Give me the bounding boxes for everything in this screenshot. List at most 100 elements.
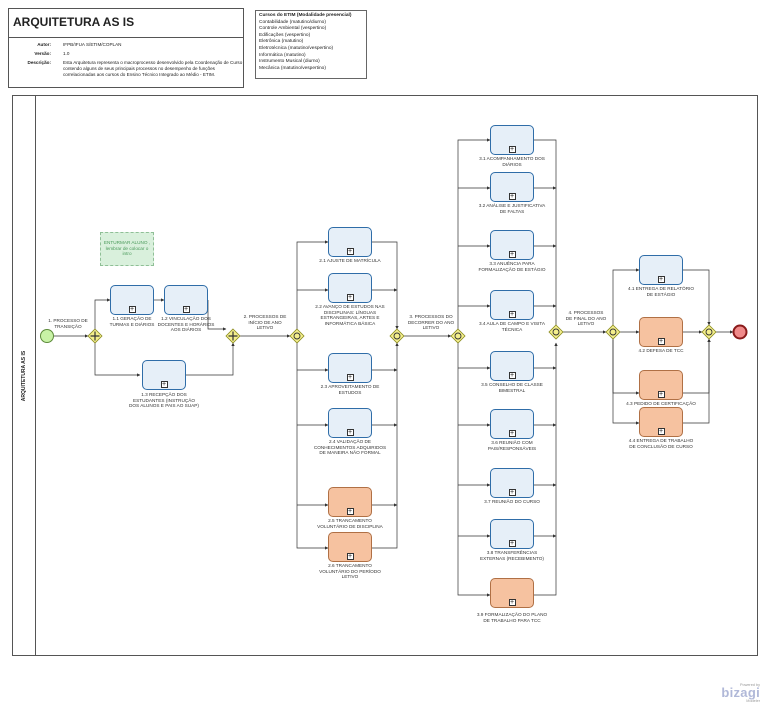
task-label-4-1: 4.1 ENTREGA DE RELATÓRIO DE ESTÁGIO [627,286,695,297]
course-item: Instrumento Musical (diurno) [259,59,320,65]
task-3-3[interactable]: + [490,230,534,260]
subprocess-plus-icon: + [508,489,516,496]
task-label-2-1: 2.1 AJUSTE DE MATRÍCULA [319,258,381,263]
subprocess-plus-icon: + [128,306,136,313]
inclusive-gateway [605,324,621,340]
header-divider [9,37,243,38]
inclusive-gateway [701,324,717,340]
subprocess-plus-icon: + [508,251,516,258]
header-box: ARQUITETURA AS IS Autor: IFPB/IFUA S/ETI… [8,8,244,88]
task-label-2-5: 2.5 TRANCAMENTO VOLUNTÁRIO DE DISCIPLINA [317,518,383,529]
inclusive-gateway [289,328,305,344]
subprocess-plus-icon: + [508,311,516,318]
task-label-3-1: 3.1 ACOMPANHAMENTO DOS DIÁRIOS [479,156,545,167]
version-key: Versão: [34,51,51,56]
task-3-5[interactable]: + [490,351,534,381]
task-label-3-8: 3.8 TRANSFERÊNCIAS EXTERNAS (RECEBIMENTO… [480,550,544,561]
course-item: Eletrotécnica (matutino/vespertino) [259,45,334,51]
author-key: Autor: [37,42,51,47]
task-label-2-3: 2.3 APROVEITAMENTO DE ESTUDOS [320,384,380,395]
subprocess-plus-icon: + [346,553,354,560]
parallel-gateway [225,328,241,344]
course-item: Eletrônica (matutino) [259,39,304,45]
bizagi-watermark: Powered by bizagi Modeler [721,683,760,703]
description-value: Esta Arquitetura representa o macroproce… [63,60,243,77]
subprocess-plus-icon: + [508,599,516,606]
description-key: Descrição: [27,60,52,65]
subprocess-plus-icon: + [657,338,665,345]
task-1-2[interactable]: + [164,285,208,315]
task-4-3[interactable]: + [639,370,683,400]
task-label-3-7: 3.7 REUNIÃO DO CURSO [484,499,540,504]
task-2-3[interactable]: + [328,353,372,383]
end-event [732,324,748,340]
subprocess-plus-icon: + [508,430,516,437]
task-2-6[interactable]: + [328,532,372,562]
gateway-label-3: 3. PROCESSOS DO DECORRER DO ANO LETIVO [407,314,455,331]
diagram-title: ARQUITETURA AS IS [13,15,135,29]
subprocess-plus-icon: + [508,193,516,200]
task-2-2[interactable]: + [328,273,372,303]
gateway-label-2: 2. PROCESSOS DE INÍCIO DE ANO LETIVO [243,314,287,331]
task-label-1-1: 1.1 GERAÇÃO DE TURMAS E DIÁRIOS [109,316,155,327]
gateway-label-1: 1. PROCESSO DE TRANSIÇÃO [48,318,88,329]
task-label-4-4: 4.4 ENTREGA DE TRABALHO DE CONCLUSÃO DE … [628,438,694,449]
task-4-2[interactable]: + [639,317,683,347]
task-label-3-9: 3.9 FORMALIZAÇÃO DO PLANO DE TRABALHO PA… [476,612,548,623]
task-4-1[interactable]: + [639,255,683,285]
task-4-4[interactable]: + [639,407,683,437]
task-label-4-3: 4.3 PEDIDO DE CERTIFICAÇÃO [626,401,696,406]
subprocess-plus-icon: + [346,374,354,381]
modeler-text: Modeler [746,699,760,703]
course-item: Informática (matutino) [259,52,306,58]
subprocess-plus-icon: + [508,372,516,379]
task-1-3[interactable]: + [142,360,186,390]
start-event [40,329,54,343]
task-label-3-4: 3.4 AULA DE CAMPO E VISITA TÉCNICA [478,321,546,332]
task-label-3-2: 3.2 ANÁLISE E JUSTIFICATIVA DE FALTAS [478,203,546,214]
parallel-gateway [87,328,103,344]
course-item: Edificações (vespertino) [259,32,311,38]
courses-title: Cursos do ETIM (Modalidade presencial) [259,13,352,18]
task-2-1[interactable]: + [328,227,372,257]
subprocess-plus-icon: + [160,381,168,388]
task-2-4[interactable]: + [328,408,372,438]
subprocess-plus-icon: + [346,294,354,301]
course-item: Contabilidade (matutino/diurno) [259,19,326,25]
subprocess-plus-icon: + [508,540,516,547]
task-label-2-2: 2.2 AVANÇO DE ESTUDOS NAS DISCIPLINAS: L… [315,304,385,326]
task-3-8[interactable]: + [490,519,534,549]
gateway-label-4: 4. PROCESSOS DE FINAL DO ANO LETIVO [565,310,607,327]
task-3-4[interactable]: + [490,290,534,320]
pool-divider [35,95,36,656]
task-label-4-2: 4.2 DEFESA DE TCC [638,348,684,353]
subprocess-plus-icon: + [182,306,190,313]
task-1-1[interactable]: + [110,285,154,315]
task-label-2-6: 2.6 TRANCAMENTO VOLUNTÁRIO DO PERÍODO LE… [319,563,381,580]
task-3-7[interactable]: + [490,468,534,498]
task-3-6[interactable]: + [490,409,534,439]
course-item: Mecânica (matutino/vespertino) [259,65,326,71]
task-label-1-3: 1.3 RECEPÇÃO DOS ESTUDANTES (INSTRUÇÃO D… [129,392,199,409]
courses-annotation: Cursos do ETIM (Modalidade presencial) C… [255,10,367,79]
task-label-2-4: 2.4 VALIDAÇÃO DE CONHECIMENTOS ADQUIRIDO… [313,439,387,456]
task-label-3-3: 3.3 ANUÊNCIA PARA FORMALIZAÇÃO DE ESTÁGI… [478,261,546,272]
sticky-note: ENTURMAR ALUNO , lembrar de colocar o in… [100,232,154,266]
course-item: Controle Ambiental (vespertino) [259,26,327,32]
subprocess-plus-icon: + [657,276,665,283]
task-label-3-6: 3.6 REUNIÃO COM PAIS/RESPONSÁVEIS [487,440,537,451]
task-label-3-5: 3.5 CONSELHO DE CLASSE BIMESTRAL [481,382,543,393]
inclusive-gateway [548,324,564,340]
task-label-1-2: 1.2 VINCULAÇÃO DOS DOCENTES E HORÁRIOS A… [157,316,215,333]
pool [12,95,758,656]
task-3-1[interactable]: + [490,125,534,155]
powered-by-text: Powered by [739,683,760,687]
task-2-5[interactable]: + [328,487,372,517]
task-3-9[interactable]: + [490,578,534,608]
inclusive-gateway [450,328,466,344]
subprocess-plus-icon: + [346,248,354,255]
bizagi-logo: bizagi [721,685,760,700]
task-3-2[interactable]: + [490,172,534,202]
subprocess-plus-icon: + [346,429,354,436]
